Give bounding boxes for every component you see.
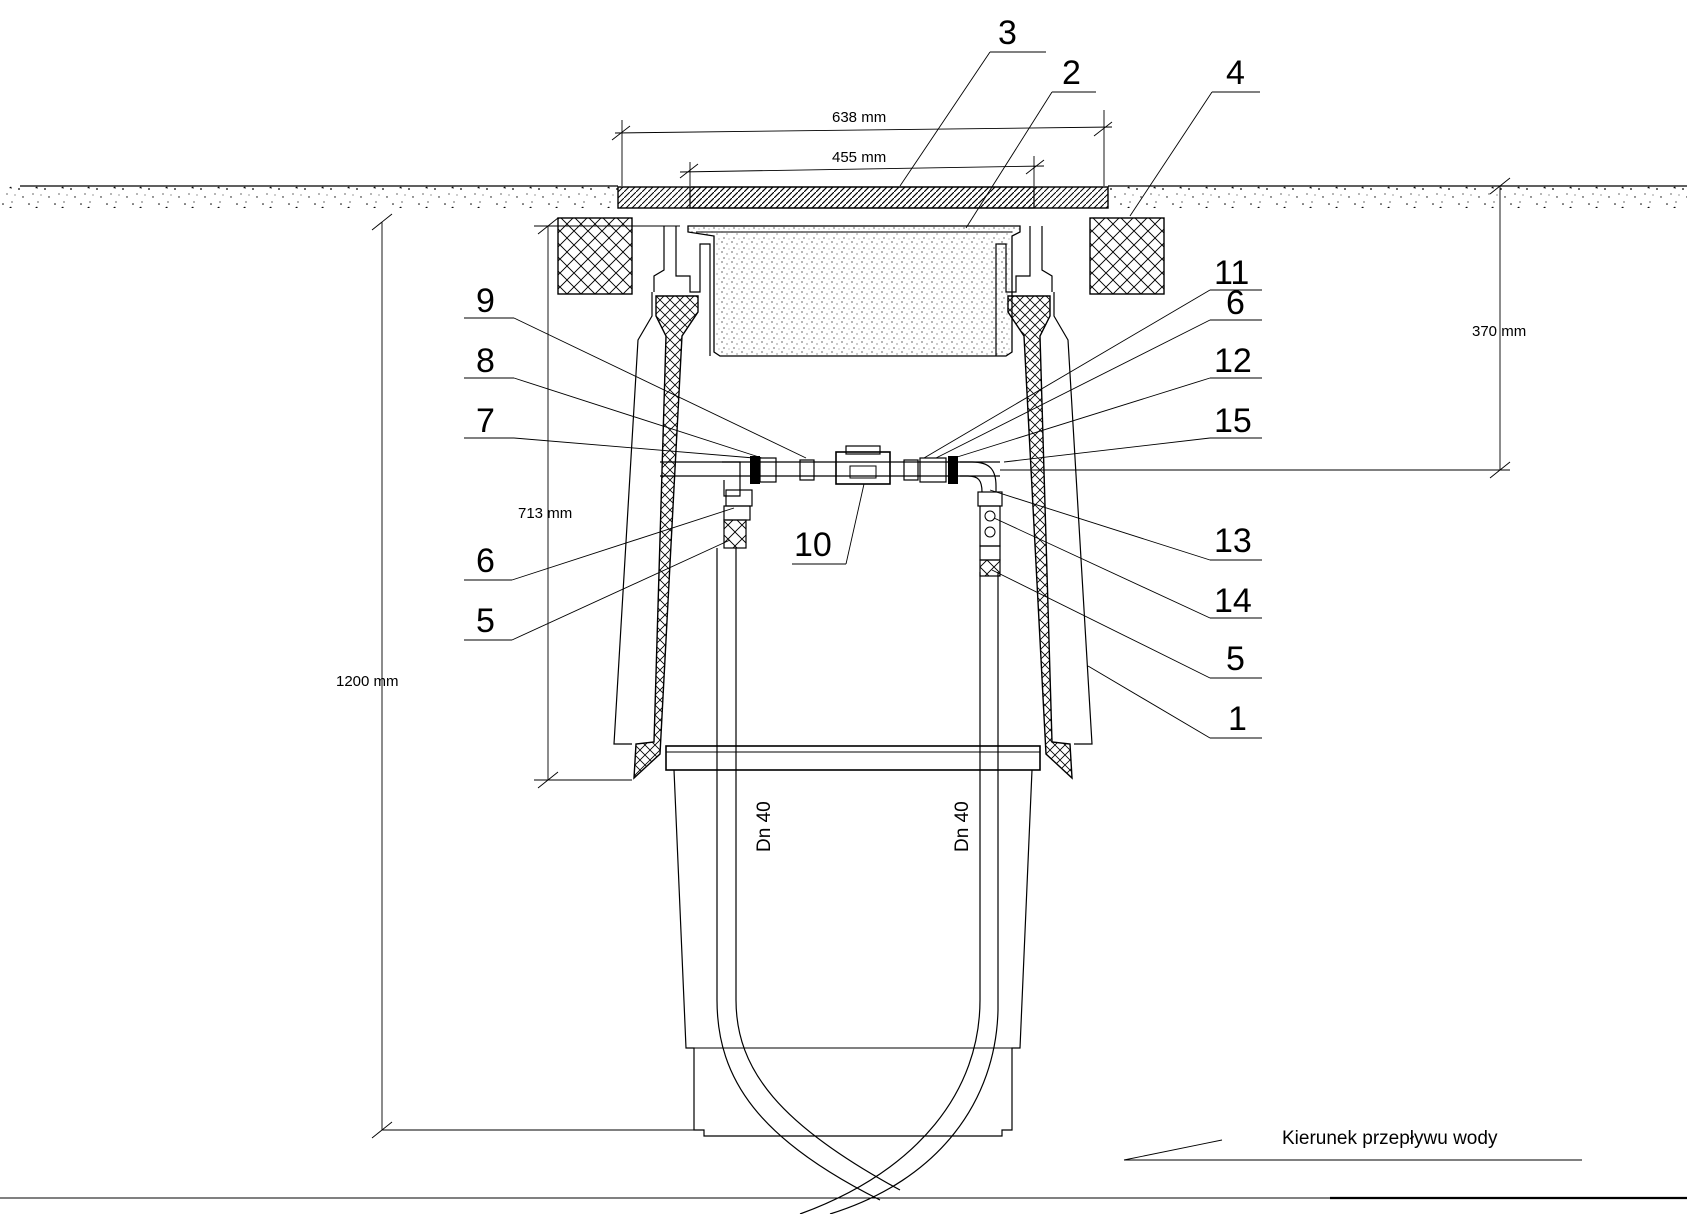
callout-12: 12 bbox=[1214, 342, 1252, 380]
callout-11: 11 bbox=[1214, 254, 1249, 292]
callout-8: 8 bbox=[476, 342, 495, 380]
insulation-plug bbox=[687, 225, 1021, 357]
dim-713: 713 mm bbox=[518, 505, 572, 522]
callout-6-right: 6 bbox=[1226, 284, 1245, 322]
support-block-left bbox=[557, 217, 633, 295]
callout-13: 13 bbox=[1214, 522, 1252, 560]
callout-5-right: 5 bbox=[1226, 640, 1245, 678]
callout-10: 10 bbox=[794, 526, 832, 564]
dimension-lines bbox=[371, 110, 1511, 1139]
callout-2: 2 bbox=[1062, 54, 1081, 92]
service-pipe-right bbox=[799, 572, 999, 1214]
callout-9: 9 bbox=[476, 282, 495, 320]
service-pipe-left bbox=[716, 548, 901, 1201]
insulated-housing bbox=[613, 292, 1093, 780]
dim-638: 638 mm bbox=[832, 109, 886, 126]
lower-sleeve bbox=[673, 769, 1033, 1137]
dim-370: 370 mm bbox=[1472, 323, 1526, 340]
callout-5-left: 5 bbox=[476, 602, 495, 640]
manhole-cover bbox=[617, 186, 1109, 209]
upper-collar bbox=[653, 226, 1053, 356]
meter-assembly bbox=[660, 445, 1003, 577]
callout-15: 15 bbox=[1214, 402, 1252, 440]
callout-3: 3 bbox=[998, 14, 1017, 52]
callout-4: 4 bbox=[1226, 54, 1245, 92]
base-ring bbox=[665, 745, 1041, 771]
callout-14: 14 bbox=[1214, 582, 1252, 620]
dim-455: 455 mm bbox=[832, 149, 886, 166]
flow-direction-label: Kierunek przepływu wody bbox=[1282, 1128, 1498, 1149]
support-block-right bbox=[1089, 217, 1165, 295]
callout-7: 7 bbox=[476, 402, 495, 440]
flow-direction-indicator bbox=[1123, 1139, 1582, 1161]
dim-1200: 1200 mm bbox=[336, 673, 399, 690]
leader-lines bbox=[464, 51, 1262, 739]
pipe-label-right: Dn 40 bbox=[952, 801, 973, 852]
pipe-label-left: Dn 40 bbox=[754, 801, 775, 852]
callout-1: 1 bbox=[1228, 700, 1247, 738]
ground-surface bbox=[0, 185, 1687, 208]
callout-6-left: 6 bbox=[476, 542, 495, 580]
